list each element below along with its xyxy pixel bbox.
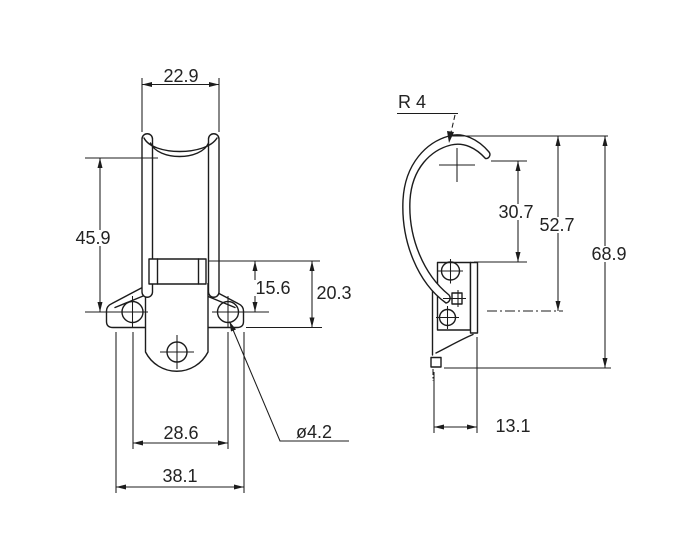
text-masks — [70, 204, 631, 301]
dim-hole-diameter: ø4.2 — [296, 422, 332, 442]
dim-base-depth: 13.1 — [495, 416, 530, 436]
dim-loop-height: 45.9 — [75, 228, 110, 248]
dimension-lines-side — [397, 112, 611, 433]
dim-lever-to-holes: 15.6 — [255, 278, 290, 298]
side-hook — [402, 134, 491, 304]
side-plate-edge — [469, 261, 479, 334]
leader-hook-radius — [397, 112, 458, 143]
dim-hook-tip-drop: 30.7 — [498, 202, 533, 222]
front-tongue — [144, 283, 209, 372]
front-view — [85, 133, 269, 372]
leader-hole-diameter — [229, 321, 349, 442]
dim-lever-to-base: 20.3 — [316, 283, 351, 303]
front-lever — [148, 258, 207, 285]
dim-hole-spacing: 28.6 — [163, 423, 198, 443]
side-foot — [430, 356, 442, 368]
dim-hook-to-latch-point: 52.7 — [539, 215, 574, 235]
dim-hook-radius: R 4 — [398, 92, 426, 112]
dim-overall-height: 68.9 — [591, 244, 626, 264]
front-bail-right — [207, 133, 220, 298]
center-mark — [439, 148, 475, 182]
front-bail-left — [141, 133, 154, 298]
dim-base-width: 38.1 — [162, 466, 197, 486]
dim-loop-width: 22.9 — [163, 66, 198, 86]
